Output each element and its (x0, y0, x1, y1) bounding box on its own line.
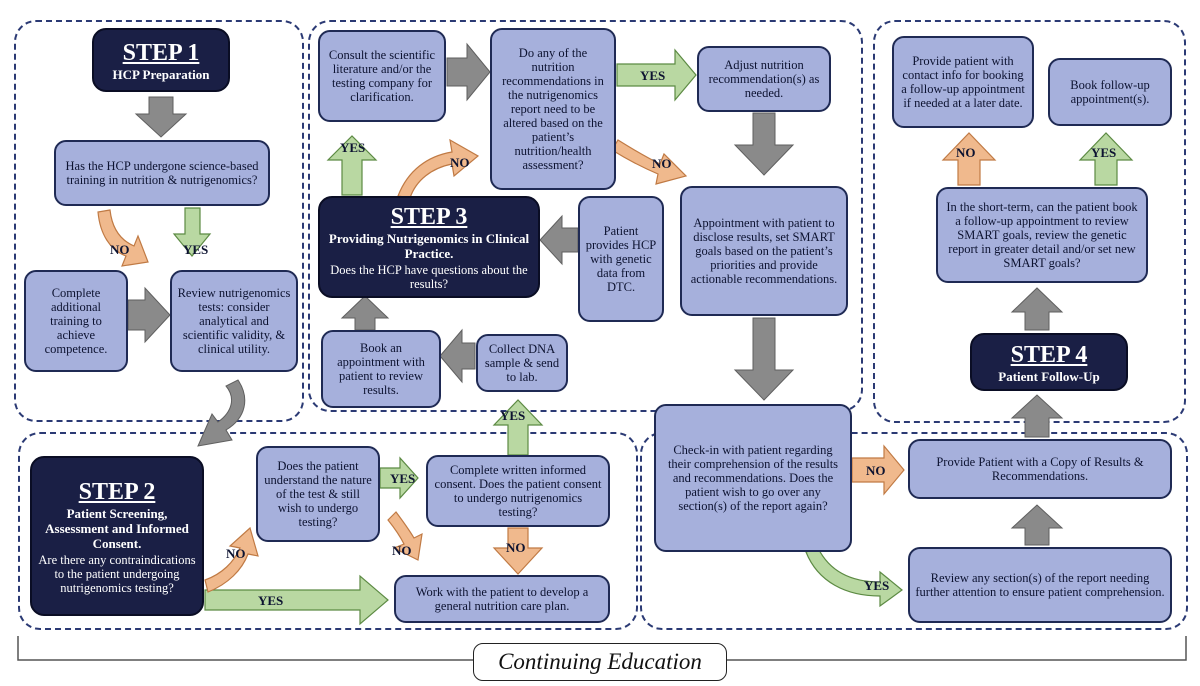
alter-recommendations-question: Do any of the nutrition recommendations … (490, 28, 616, 190)
yes-label-step3: YES (340, 140, 365, 155)
yes-arrow-understand (379, 456, 419, 500)
flow-arrow-step1-down (134, 96, 188, 138)
step3-box: STEP 3 Providing Nutrigenomics in Clinic… (318, 196, 540, 298)
step1-box: STEP 1 HCP Preparation (92, 28, 230, 92)
adjust-recommendations-node: Adjust nutrition recommendation(s) as ne… (697, 46, 831, 112)
book-followup-node: Book follow-up appointment(s). (1048, 58, 1172, 126)
consult-literature-node: Consult the scientific literature and/or… (318, 30, 446, 122)
step3-question: Does the HCP have questions about the re… (330, 263, 528, 291)
yes-label-training: YES (183, 242, 208, 257)
yes-label-short-term: YES (1091, 145, 1116, 160)
no-label-short-term: NO (956, 145, 976, 160)
step3-title: STEP 3 (390, 204, 468, 230)
no-arrow-step3 (397, 138, 480, 199)
no-arrow-short-term (941, 132, 997, 186)
patient-dtc-node: Patient provides HCP with genetic data f… (578, 196, 664, 322)
yes-label-consent: YES (500, 408, 525, 423)
hcp-training-question: Has the HCP undergone science-based trai… (54, 140, 270, 206)
no-arrow-understand (387, 511, 423, 561)
step2-question: Are there any contraindications to the p… (38, 552, 196, 595)
no-label-understand: NO (392, 543, 412, 558)
yes-label-general-plan: YES (258, 593, 283, 608)
continuing-education-label: Continuing Education (473, 643, 727, 681)
flow-arrow-step4-up (1010, 287, 1064, 331)
yes-arrow-short-term (1078, 132, 1134, 186)
no-label-checkin: NO (866, 463, 886, 478)
flow-arrow-adjust-down (733, 112, 795, 176)
yes-label-understand: YES (390, 471, 415, 486)
step4-title: STEP 4 (1010, 341, 1088, 368)
step2-subtitle: Patient Screening, Assessment and Inform… (45, 505, 189, 551)
no-label-consent: NO (506, 540, 526, 555)
followup-region (640, 432, 1188, 630)
no-label-training: NO (110, 242, 130, 257)
no-label-step3: NO (450, 155, 470, 170)
flow-arrow-book-up (340, 295, 390, 331)
no-arrow-consent-down (492, 527, 544, 575)
flow-arrow-consult-left (446, 42, 491, 102)
flow-arrow-dtc-left (539, 214, 579, 266)
step1-region (14, 20, 304, 422)
contact-info-node: Provide patient with contact info for bo… (892, 36, 1034, 128)
yes-arrow-checkin (805, 547, 903, 608)
review-tests-node: Review nutrigenomics tests: consider ana… (170, 270, 298, 372)
complete-training-node: Complete additional training to achieve … (24, 270, 128, 372)
understand-test-question: Does the patient understand the nature o… (256, 446, 380, 542)
yes-label-alter: YES (640, 68, 665, 83)
no-arrow-alter (611, 139, 688, 185)
no-arrow-checkin (851, 444, 905, 496)
yes-label-checkin: YES (864, 578, 889, 593)
step1-title: STEP 1 (122, 39, 200, 66)
step4-box: STEP 4 Patient Follow-Up (970, 333, 1128, 391)
yes-arrow-step3-up (326, 135, 378, 196)
informed-consent-question: Complete written informed consent. Does … (426, 455, 610, 527)
step4-subtitle: Patient Follow-Up (998, 368, 1100, 384)
collect-dna-node: Collect DNA sample & send to lab. (476, 334, 568, 392)
book-appointment-node: Book an appointment with patient to revi… (321, 330, 441, 408)
flow-arrow-collect-left (439, 328, 476, 384)
step2-title: STEP 2 (78, 478, 156, 505)
yes-arrow-training (172, 207, 212, 257)
review-sections-node: Review any section(s) of the report need… (908, 547, 1172, 623)
check-in-question: Check-in with patient regarding their co… (654, 404, 852, 552)
general-plan-node: Work with the patient to develop a gener… (394, 575, 610, 623)
step2-box: STEP 2 Patient Screening, Assessment and… (30, 456, 204, 616)
no-label-alter: NO (652, 156, 672, 171)
short-term-question: In the short-term, can the patient book … (936, 187, 1148, 283)
no-arrow-training (97, 209, 149, 267)
step3-region (308, 20, 863, 412)
flow-arrow-disclose-down (733, 317, 795, 401)
no-arrow-step2 (204, 526, 259, 593)
flow-arrow-review-up (1010, 504, 1064, 546)
provide-copy-node: Provide Patient with a Copy of Results &… (908, 439, 1172, 499)
no-label-step2: NO (226, 546, 246, 561)
step1-subtitle: HCP Preparation (112, 66, 210, 82)
flow-arrow-copy-up (1010, 394, 1064, 438)
yes-arrow-general-plan (204, 574, 389, 626)
yes-arrow-alter (616, 48, 697, 102)
flow-arrow-step1-to-step2 (197, 379, 246, 447)
step2-region (18, 432, 638, 630)
step3-subtitle: Providing Nutrigenomics in Clinical Prac… (328, 231, 530, 261)
continuing-education-bracket (17, 636, 1187, 661)
flow-arrow-training-to-review (127, 286, 171, 344)
yes-arrow-consent-up (492, 399, 544, 456)
disclose-results-node: Appointment with patient to disclose res… (680, 186, 848, 316)
